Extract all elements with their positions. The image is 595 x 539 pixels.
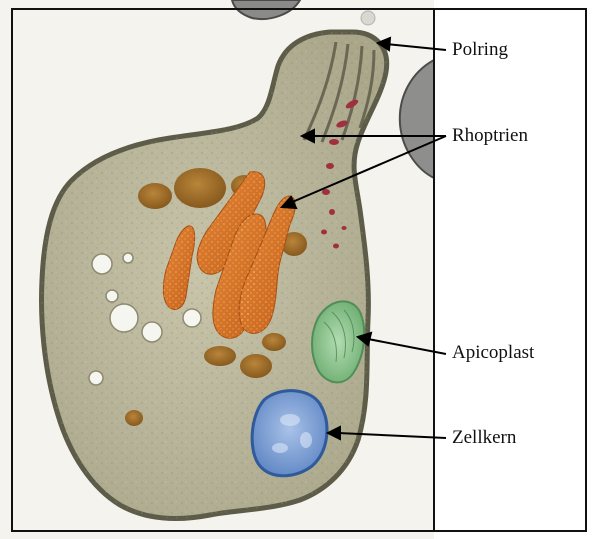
debris-particle — [361, 11, 375, 25]
label-zellkern: Zellkern — [452, 427, 517, 448]
label-polring: Polring — [452, 39, 508, 60]
label-rhoptrien: Rhoptrien — [452, 125, 528, 146]
label-panel — [434, 0, 595, 539]
label-apicoplast: Apicoplast — [452, 342, 535, 363]
nucleus — [252, 391, 327, 476]
